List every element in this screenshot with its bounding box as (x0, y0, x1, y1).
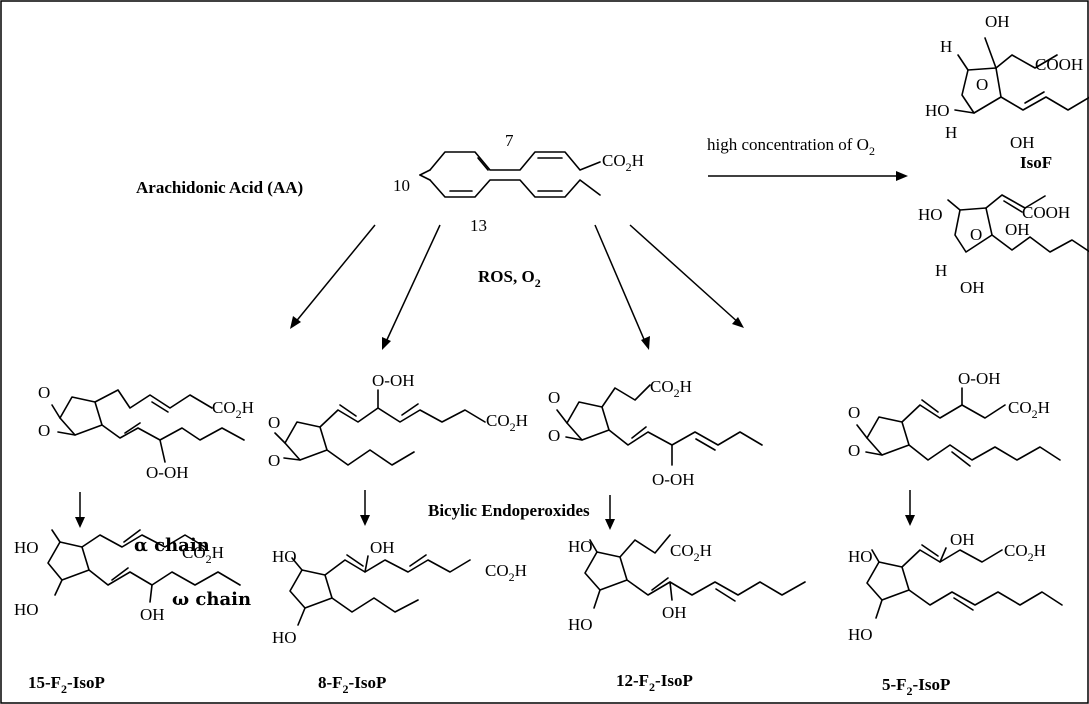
arachidonic-acid-structure (419, 151, 601, 198)
p1-ho-bottom: HO (14, 600, 39, 619)
ep1-ooh: O-OH (146, 463, 189, 482)
p4-ho-bottom: HO (848, 625, 873, 644)
p4-carboxyl: CO2H (1004, 541, 1046, 564)
isof2-h: H (935, 261, 947, 280)
ep2-ooh: O-OH (372, 371, 415, 390)
endoperoxide-2 (274, 389, 486, 466)
isof2-ho: HO (918, 205, 943, 224)
ep3-o-top: O (548, 388, 560, 407)
ep4-carboxyl: CO2H (1008, 398, 1050, 421)
p2-carboxyl: CO2H (485, 561, 527, 584)
isof-oh-bottom: OH (1010, 133, 1035, 152)
p3-carboxyl: CO2H (670, 541, 712, 564)
isof2-oh-right: OH (1005, 220, 1030, 239)
isof-h-bottom: H (945, 123, 957, 142)
arrow-to-isof (708, 171, 908, 181)
ep2-o-top: O (268, 413, 280, 432)
ep3-ooh: O-OH (652, 470, 695, 489)
isof2-oh-bottom: OH (960, 278, 985, 297)
endoperoxide-3 (556, 384, 763, 466)
isof-o-top: O (976, 75, 988, 94)
label-8-f2-isop: 8-F2-IsoP (318, 673, 386, 696)
p2-ho-bottom: HO (272, 628, 297, 647)
omega-chain-label: ω chain (172, 589, 251, 610)
ep4-ooh: O-OH (958, 369, 1001, 388)
ep3-o-bottom: O (548, 426, 560, 445)
ep2-o-bottom: O (268, 451, 280, 470)
isof2-o: O (970, 225, 982, 244)
label-12-f2-isop: 12-F2-IsoP (616, 671, 693, 694)
product-15-f2-isop (47, 529, 241, 603)
ep1-o-bottom: O (38, 421, 50, 440)
arrows-from-aa (290, 224, 744, 350)
p2-oh: OH (370, 538, 395, 557)
p2-ho-top: HO (272, 547, 297, 566)
product-12-f2-isop (584, 534, 806, 609)
isof-structure-lower (947, 194, 1089, 253)
isof-cooh-top: COOH (1035, 55, 1083, 74)
label-15-f2-isop: 15-F2-IsoP (28, 673, 105, 696)
label-5-f2-isop: 5-F2-IsoP (882, 675, 950, 698)
product-5-f2-isop (866, 544, 1063, 619)
ep2-carboxyl: CO2H (486, 411, 528, 434)
ep4-o-top: O (848, 403, 860, 422)
p3-oh: OH (662, 603, 687, 622)
isof-oh-top: OH (985, 12, 1010, 31)
endoperoxide-1 (51, 389, 245, 463)
p4-oh: OH (950, 530, 975, 549)
endoperoxide-4 (856, 387, 1061, 467)
p1-carboxyl: CO2H (182, 543, 224, 566)
ep1-carboxyl: CO2H (212, 398, 254, 421)
p1-ho-top: HO (14, 538, 39, 557)
ep1-o-top: O (38, 383, 50, 402)
isof-structure-upper (954, 37, 1089, 114)
endoperoxides-label: Bicylic Endoperoxides (428, 501, 590, 520)
p1-oh: OH (140, 605, 165, 624)
title-arachidonic-acid: Arachidonic Acid (AA) (136, 178, 303, 197)
alpha-chain-label: α chain (134, 535, 210, 556)
isof-h-top: H (940, 37, 952, 56)
p4-ho-top: HO (848, 547, 873, 566)
p3-ho-top: HO (568, 537, 593, 556)
carbon-10-label: 10 (393, 176, 410, 195)
isof-label: IsoF (1020, 153, 1052, 172)
isof2-cooh: COOH (1022, 203, 1070, 222)
down-arrows (75, 490, 915, 530)
product-8-f2-isop (289, 554, 471, 626)
ep3-carboxyl: CO2H (650, 377, 692, 400)
p3-ho-bottom: HO (568, 615, 593, 634)
isof-ho-top: HO (925, 101, 950, 120)
ros-o2-label: ROS, O2 (478, 267, 541, 290)
carbon-7-label: 7 (505, 131, 514, 150)
high-oxygen-label: high concentration of O2 (707, 135, 875, 158)
aa-carboxyl-label: CO2H (602, 151, 644, 174)
carbon-13-label: 13 (470, 216, 487, 235)
ep4-o-bottom: O (848, 441, 860, 460)
